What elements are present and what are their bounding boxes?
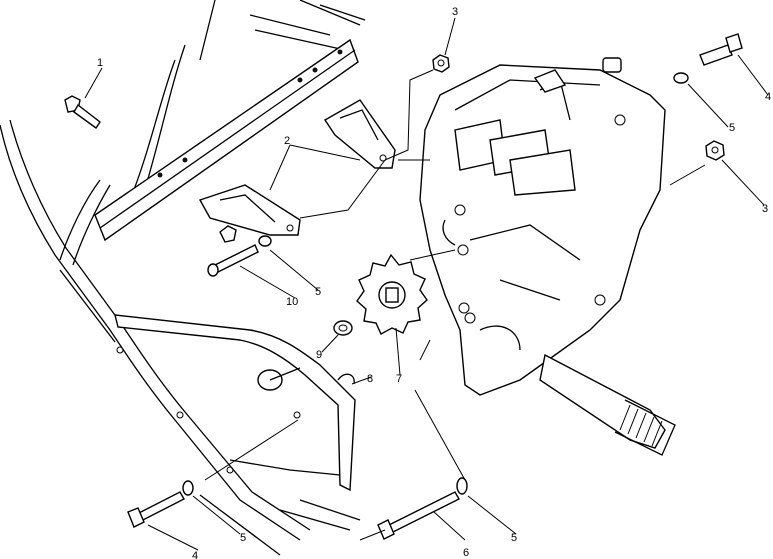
sprocket-guard	[114, 314, 356, 492]
callout-5-bottom-right: 5	[511, 532, 517, 544]
callout-2: 2	[284, 135, 290, 147]
callout-7: 7	[396, 373, 402, 385]
hardware	[64, 33, 743, 540]
callout-1: 1	[97, 57, 103, 69]
leader-lines	[84, 17, 769, 551]
engine-bracket-lower	[198, 184, 301, 236]
callout-10: 10	[286, 296, 298, 308]
transmission-case	[419, 57, 676, 456]
callout-5-right-top: 5	[729, 122, 735, 134]
callout-3-right: 3	[762, 203, 768, 215]
frame-tubes	[0, 0, 366, 556]
callout-9: 9	[316, 349, 322, 361]
callouts: 1 2 3 3 4 4 5 5 5 5 6 7 8 9 10	[97, 6, 771, 559]
engine-bracket-upper	[324, 99, 396, 169]
callout-4-bottom-left: 4	[192, 550, 198, 559]
callout-6: 6	[463, 547, 469, 559]
mounting-rail	[94, 38, 359, 242]
callout-5-bottom-left: 5	[240, 532, 246, 544]
callout-3-top: 3	[452, 6, 458, 18]
callout-5-mid: 5	[315, 286, 321, 298]
callout-8: 8	[367, 373, 373, 385]
callout-4-top: 4	[765, 91, 771, 103]
drive-sprocket	[356, 253, 428, 335]
